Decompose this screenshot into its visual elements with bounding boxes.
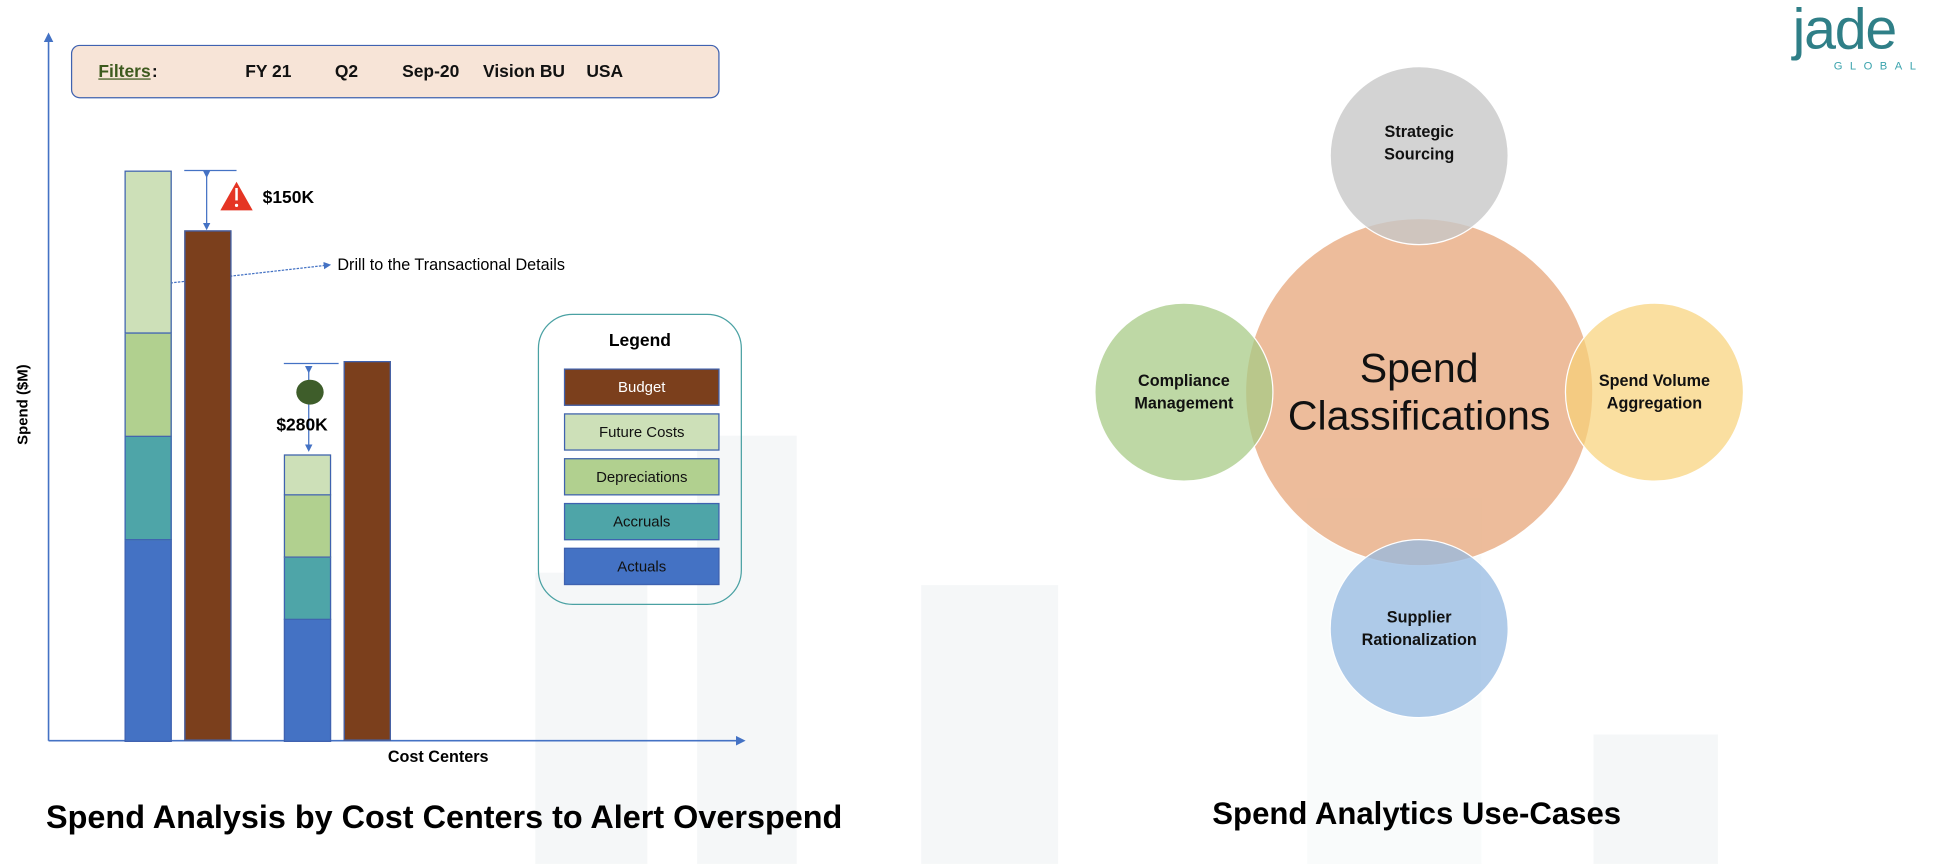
- filters-bar: Filters : FY 21 Q2 Sep-20 Vision BU USA: [70, 44, 720, 99]
- overspend-label: $150K: [262, 186, 315, 207]
- spend-volume-aggregation-circle: Spend Volume Aggregation: [1564, 302, 1745, 482]
- left-title: Spend Analysis by Cost Centers to Alert …: [46, 797, 843, 836]
- bar-accruals[interactable]: [283, 556, 332, 620]
- logo-wordmark: jade: [1792, 0, 1898, 62]
- drill-arrow: [151, 261, 332, 286]
- filter-country[interactable]: USA: [586, 61, 624, 81]
- compliance-management-circle: Compliance Management: [1094, 302, 1274, 482]
- background-building: [535, 572, 648, 864]
- bar-future-costs[interactable]: [283, 454, 332, 496]
- center-circle: Spend Classifications: [1244, 217, 1594, 567]
- filters-label: Filters: [98, 61, 151, 81]
- legend-title: Legend: [608, 329, 671, 350]
- bar-future-costs[interactable]: [124, 170, 172, 334]
- right-title: Spend Analytics Use-Cases: [1212, 796, 1622, 832]
- legend-item-depreciations: Depreciations: [563, 458, 720, 496]
- filter-quarter[interactable]: Q2: [334, 61, 359, 81]
- bar-depreciations[interactable]: [124, 332, 172, 437]
- bar-budget[interactable]: [184, 230, 232, 741]
- legend-item-future-costs: Future Costs: [563, 413, 720, 451]
- filter-month[interactable]: Sep-20: [402, 61, 460, 81]
- jade-global-logo: jade GLOBAL: [1793, 0, 1936, 77]
- filters-colon: :: [151, 61, 158, 81]
- supplier-rationalization-label: Supplier Rationalization: [1361, 608, 1477, 649]
- center-circle-label: Spend Classifications: [1287, 344, 1551, 439]
- strategic-sourcing-circle: Strategic Sourcing: [1329, 65, 1509, 246]
- supplier-rationalization-circle: Supplier Rationalization: [1329, 539, 1509, 719]
- spend-volume-aggregation-label: Spend Volume Aggregation: [1598, 371, 1711, 413]
- filter-business-unit[interactable]: Vision BU: [483, 61, 566, 81]
- bar-accruals[interactable]: [124, 435, 172, 541]
- bar-actuals[interactable]: [124, 539, 172, 742]
- strategic-sourcing-label: Strategic Sourcing: [1384, 122, 1455, 164]
- x-axis-label: Cost Centers: [387, 746, 489, 766]
- background-building: [921, 585, 1059, 864]
- background-building: [1593, 734, 1718, 864]
- warning-icon: [220, 181, 253, 211]
- filter-fiscal-year[interactable]: FY 21: [245, 61, 292, 81]
- compliance-management-label: Compliance Management: [1134, 371, 1234, 413]
- logo-subtitle: GLOBAL: [1833, 59, 1924, 73]
- bar-depreciations[interactable]: [283, 494, 332, 558]
- chart-axes: [43, 32, 746, 746]
- bar-actuals[interactable]: [283, 618, 332, 742]
- legend-item-actuals: Actuals: [563, 547, 720, 586]
- y-axis-label: Spend ($M): [13, 364, 32, 445]
- legend: Legend Budget Future Costs Depreciations…: [537, 313, 742, 606]
- legend-item-budget: Budget: [563, 368, 720, 406]
- bar-budget[interactable]: [343, 361, 391, 741]
- drill-link[interactable]: Drill to the Transactional Details: [337, 255, 565, 274]
- legend-item-accruals: Accruals: [563, 502, 720, 541]
- underspend-label: $280K: [276, 414, 328, 435]
- ok-status-icon: [296, 379, 324, 405]
